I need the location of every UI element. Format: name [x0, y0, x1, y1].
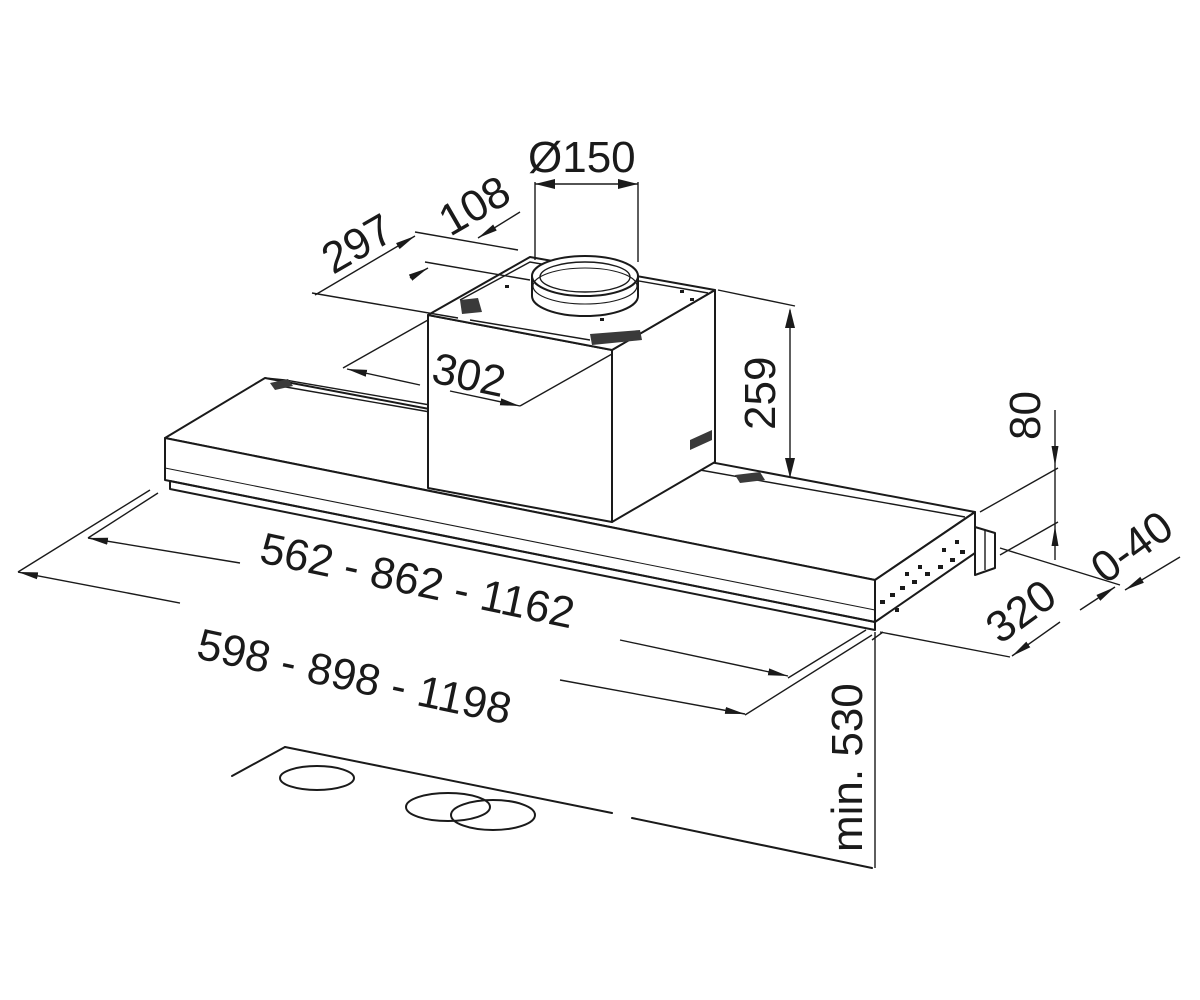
dim-line-297: [314, 235, 416, 296]
label-outer-width: 598 - 898 - 1198: [193, 620, 516, 734]
cooktop-burner-right: [450, 799, 536, 831]
ext-line: [424, 261, 531, 281]
dim-line: [87, 537, 241, 564]
chimney-label-plate: [690, 430, 712, 450]
ext-line: [87, 492, 159, 539]
ext-line: [999, 521, 1059, 556]
arrowhead: [535, 179, 555, 189]
label-extension: 0-40: [1082, 502, 1182, 593]
label-depth-320: 320: [977, 570, 1065, 653]
dim-line: [17, 571, 181, 604]
cooktop: [231, 746, 873, 869]
hood-bottom-trim: [169, 480, 876, 631]
dim-duct-diameter: Ø150: [528, 133, 639, 262]
ext-line: [787, 629, 867, 679]
chimney-corner-clip-front: [590, 330, 642, 345]
ext-line: [519, 353, 613, 407]
arrowhead: [785, 308, 795, 328]
label-duct-diameter: Ø150: [528, 133, 636, 182]
dim-line: [346, 368, 421, 386]
hood-top-clip-right: [735, 472, 765, 483]
label-body-height: 80: [1001, 391, 1050, 440]
cooktop-back-edge-1: [284, 746, 613, 814]
control-panel: [880, 540, 965, 612]
label-depth-297: 297: [314, 205, 402, 284]
arrowhead: [618, 179, 638, 189]
dim-line: [559, 679, 746, 715]
label-min-height: min. 530: [823, 683, 872, 852]
duct-collar-band: [532, 267, 638, 305]
ext-line: [17, 489, 151, 573]
cooktop-burner-mid: [405, 792, 491, 822]
duct-collar-rim: [531, 255, 639, 297]
ext-line: [717, 289, 796, 307]
cooktop-left-edge: [231, 746, 286, 777]
arrowhead: [785, 458, 795, 478]
ext-line: [414, 231, 519, 251]
hood-top-seam-left-2: [279, 385, 431, 413]
ext-line: [999, 547, 1121, 586]
hood-top-clip-left: [270, 379, 293, 390]
cooktop-back-edge-2: [631, 817, 873, 869]
ext-line: [311, 292, 459, 319]
chimney-top-inner: [469, 319, 591, 341]
dim-line-extension: [1124, 556, 1181, 591]
hood-front-edge: [164, 467, 876, 611]
chimney-corner-clip-left: [460, 298, 482, 314]
label-offset-108: 108: [431, 167, 519, 246]
dim-min-height: min. 530: [823, 631, 884, 868]
cooktop-burner-left: [279, 765, 355, 791]
dim-line-108-a: [408, 267, 429, 281]
ext-line: [979, 467, 1059, 513]
chimney-top-rim: [459, 261, 709, 301]
dim-line: [619, 639, 789, 677]
chimney-box: [427, 256, 716, 523]
duct-collar: [531, 255, 639, 317]
chimney-front-face: [427, 314, 613, 523]
dim-line-320: [1011, 621, 1061, 657]
ext-line: [744, 634, 873, 716]
dim-line-320-b: [1079, 586, 1116, 611]
dim-chimney-height: 259: [717, 289, 796, 478]
ext-line: [342, 319, 429, 369]
label-chimney-height: 259: [736, 357, 785, 430]
dim-line: [449, 390, 521, 407]
tick: [871, 631, 884, 641]
dim-body-height: 80: [979, 391, 1059, 560]
ext-line: [879, 631, 1011, 658]
dim-line-108-b: [477, 211, 521, 239]
